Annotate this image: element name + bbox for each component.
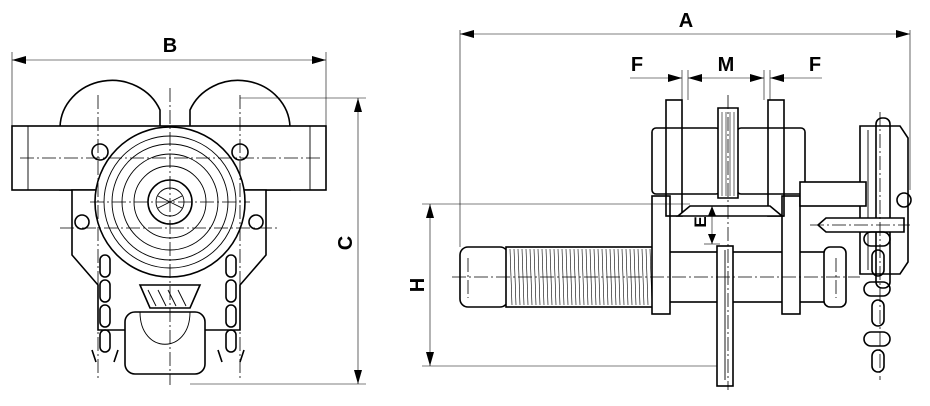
- hand-chain-left: [91, 254, 119, 363]
- wheel-right: [736, 127, 806, 195]
- label-F-right: F: [809, 54, 821, 76]
- label-H: H: [407, 278, 429, 292]
- bolt-right: [248, 214, 264, 230]
- side-view: [452, 95, 912, 390]
- wheel-shaft: [799, 181, 867, 207]
- trolley-plate-right: [781, 195, 801, 315]
- label-A: A: [679, 10, 693, 32]
- label-C: C: [335, 236, 357, 250]
- bolt-left: [74, 214, 90, 230]
- dimension-E: E: [691, 206, 720, 245]
- trolley-plate-left: [651, 195, 671, 315]
- hook-block: [124, 311, 206, 375]
- wheel-left: [651, 127, 721, 195]
- dimension-F-M-F: F M F: [630, 54, 822, 100]
- dimension-A: A: [459, 10, 911, 247]
- label-M: M: [718, 54, 735, 76]
- dimension-B: B: [11, 35, 327, 126]
- front-view: [11, 79, 327, 385]
- label-F-left: F: [631, 54, 643, 76]
- dimension-H: H: [407, 203, 717, 367]
- hand-chain-side: [863, 231, 891, 373]
- label-B: B: [163, 35, 177, 57]
- beam-flange: [675, 205, 785, 217]
- hand-wheel-side: [859, 125, 909, 275]
- label-E: E: [691, 216, 710, 227]
- dimension-C: C: [190, 97, 366, 385]
- hand-chain-right: [217, 254, 245, 363]
